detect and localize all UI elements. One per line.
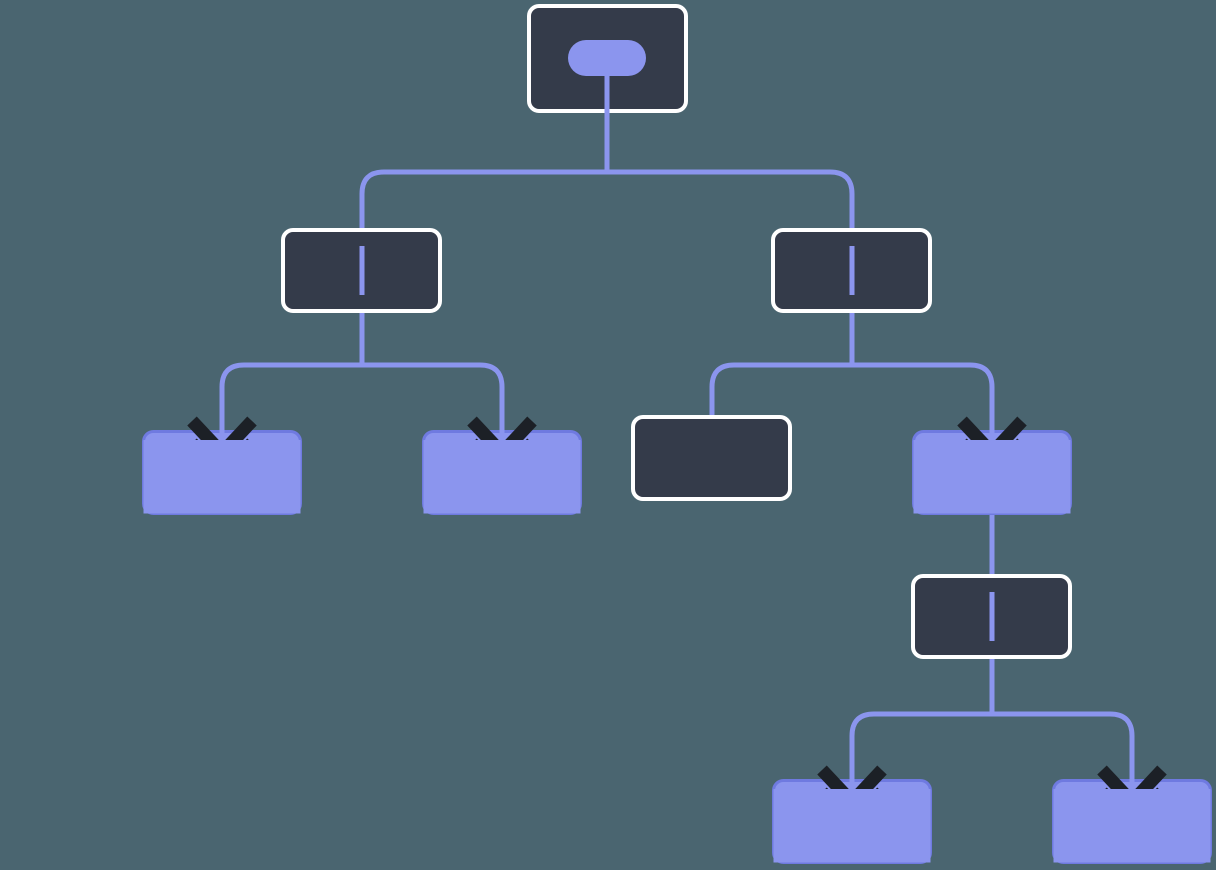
connector-root-to-level1-left <box>359 169 607 228</box>
leaf-node-f-overlay <box>1053 789 1211 863</box>
node-body-overlay <box>773 789 931 863</box>
connector-layer <box>219 58 1135 779</box>
leaf-node-e-overlay <box>773 789 931 863</box>
level1-left-node[interactable] <box>281 228 442 313</box>
node-layer <box>142 4 1212 864</box>
level3-node[interactable] <box>911 574 1072 659</box>
leaf-node-b-overlay <box>423 440 581 514</box>
node-body-overlay <box>143 440 301 514</box>
leaf-node-a-overlay <box>143 440 301 514</box>
connector-level1-right-to-branch-d <box>852 362 995 430</box>
leaf-node-c-dark[interactable] <box>631 415 792 501</box>
node-body-overlay <box>1053 789 1211 863</box>
connector-level3-to-leaf-e <box>849 659 995 779</box>
connector-root-to-level1-right <box>607 169 855 228</box>
node-body <box>631 415 792 501</box>
node-body-overlay <box>913 440 1071 514</box>
connector-level1-right-to-leaf-c <box>709 362 852 415</box>
connector-level1-left-to-leaf-b <box>362 362 505 430</box>
connector-level1-left-to-leaf-a <box>219 362 362 430</box>
connector-level3-to-leaf-f <box>989 659 1135 779</box>
branch-node-d-overlay <box>913 440 1071 514</box>
arrow-marker-layer <box>143 404 1211 863</box>
node-body-overlay <box>423 440 581 514</box>
level1-right-node[interactable] <box>771 228 932 313</box>
